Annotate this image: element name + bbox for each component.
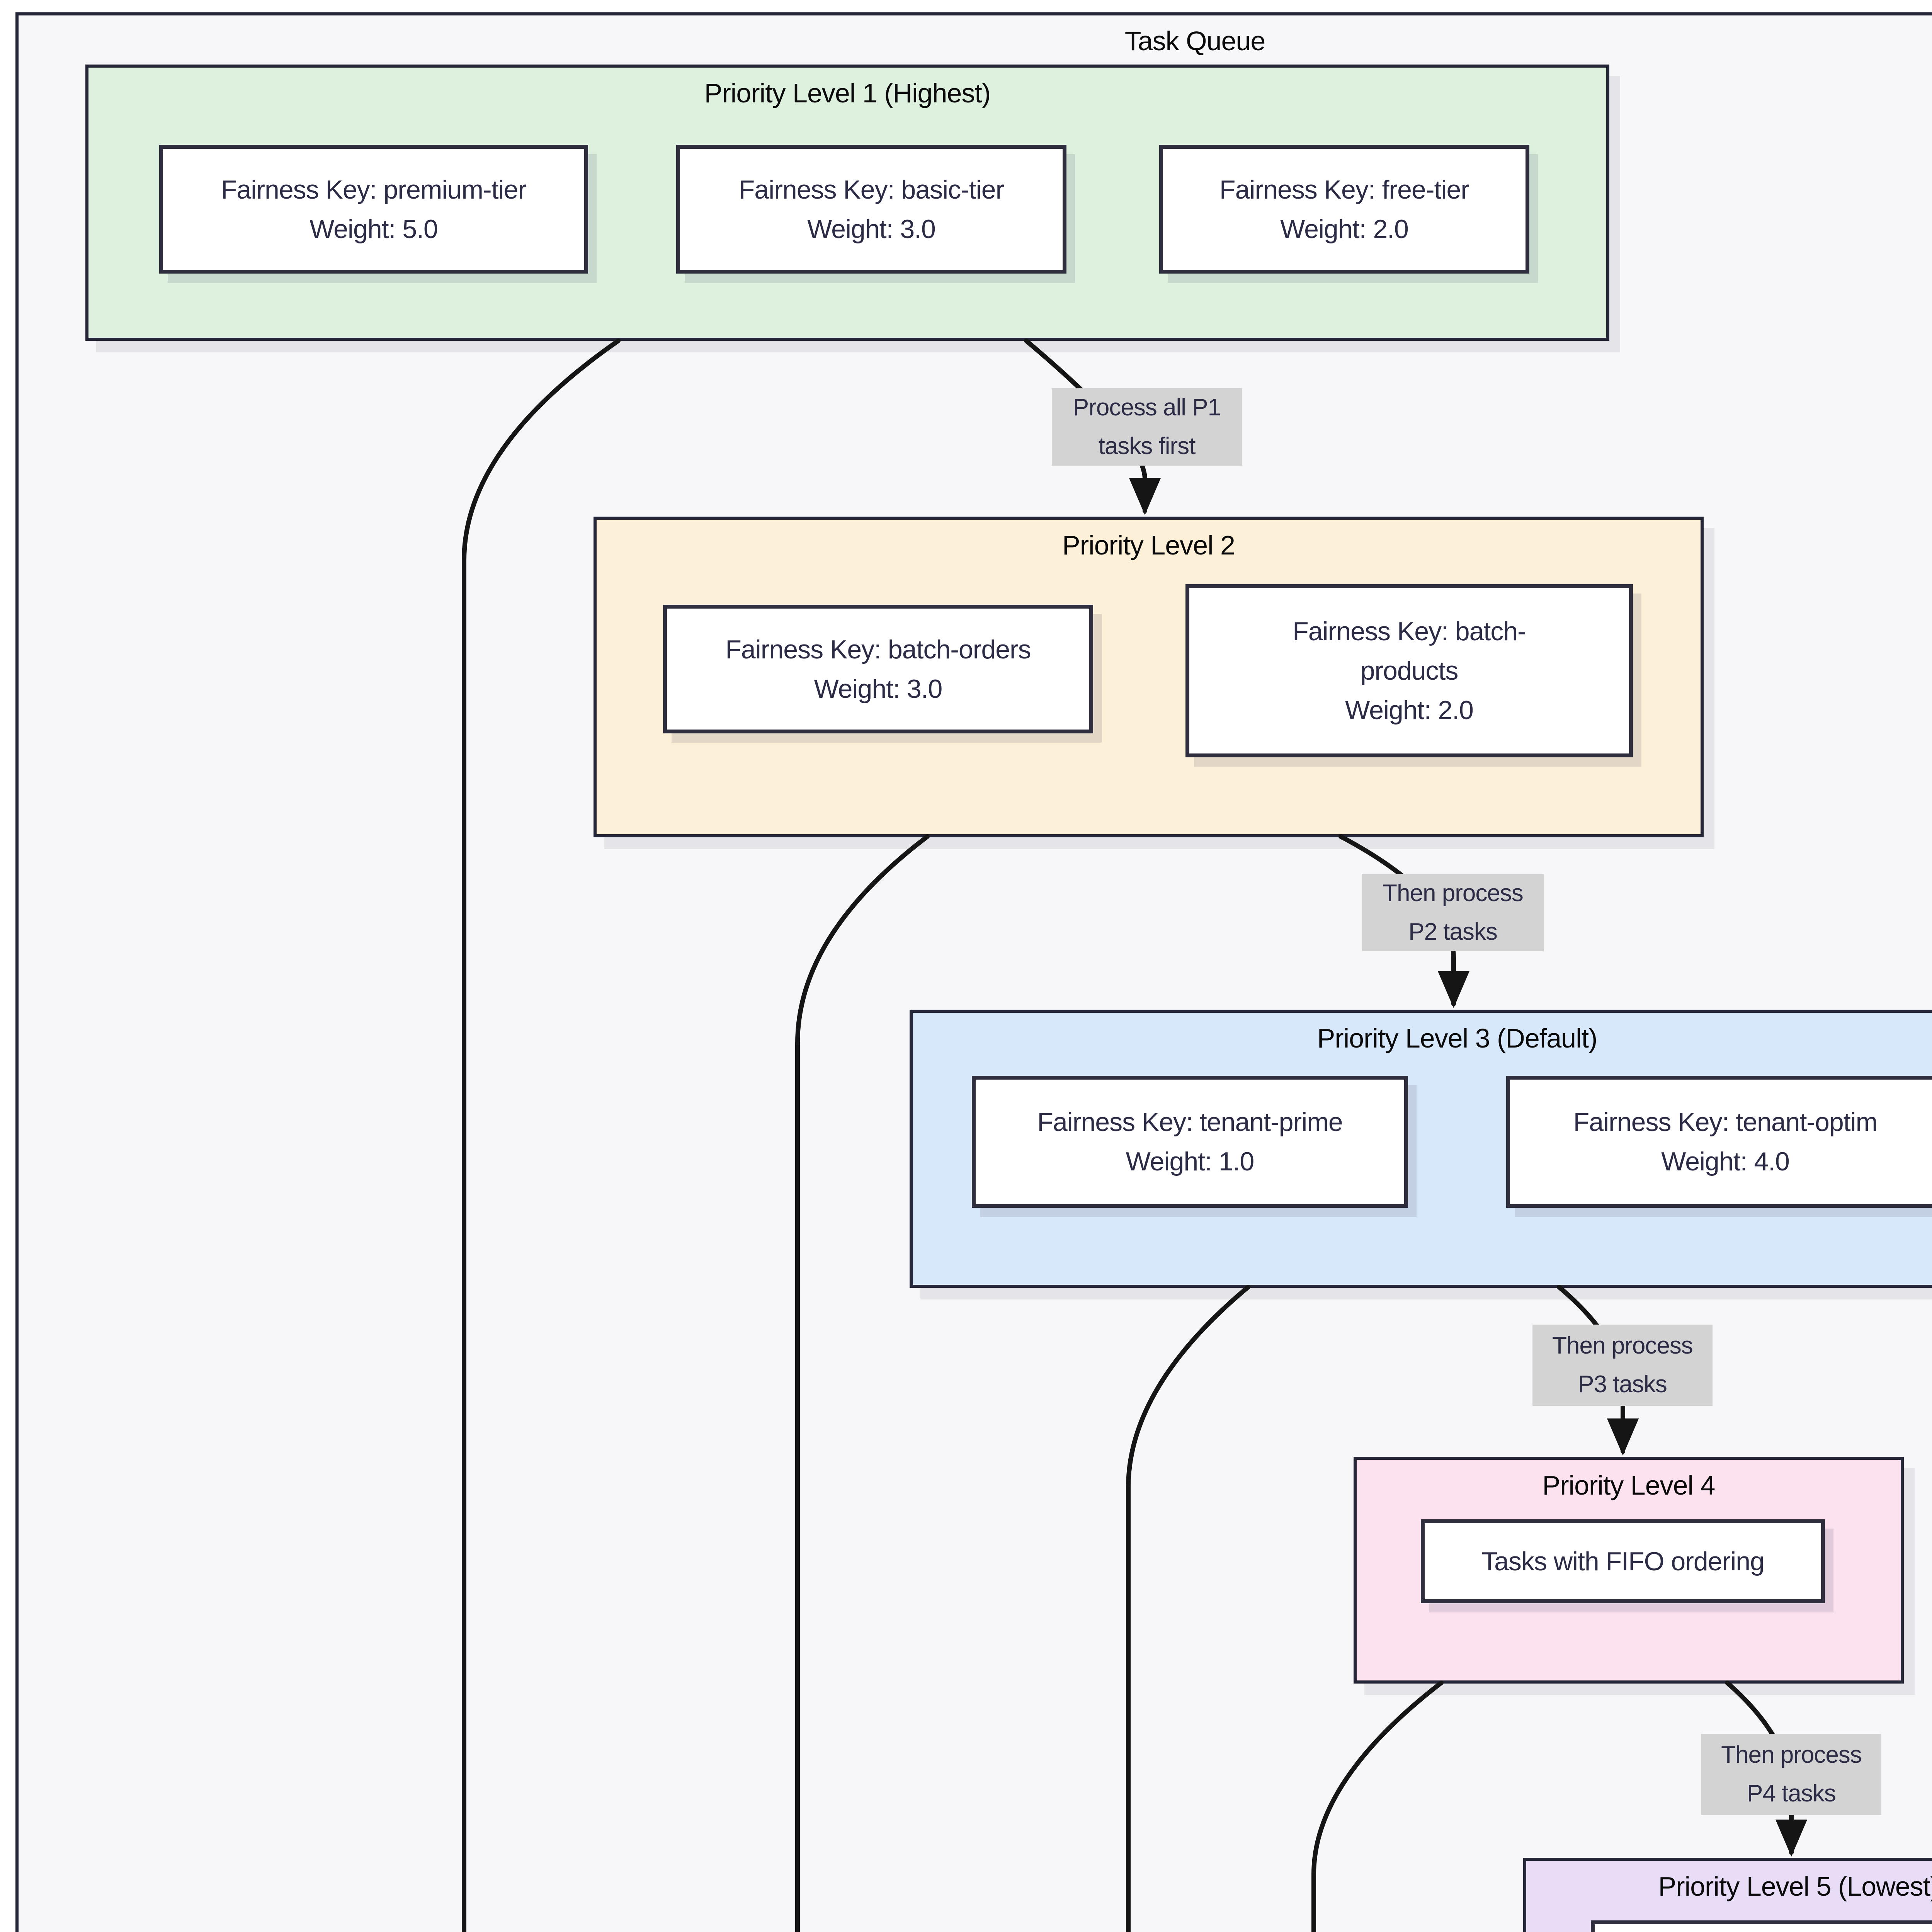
node-line: Fairness Key: tenant-optim: [1573, 1107, 1878, 1137]
edge-label-line: Then process: [1383, 880, 1524, 906]
priority-level-5-box: Priority Level 5 (Lowest): [1523, 1858, 1932, 1932]
edge-label-line: Then process: [1721, 1742, 1862, 1768]
edge-label-line: P3 tasks: [1578, 1371, 1667, 1398]
node-batch-products: Fairness Key: batch- products Weight: 2.…: [1185, 584, 1633, 757]
node-line: Fairness Key: free-tier: [1219, 175, 1469, 204]
node-line: Fairness Key: batch-: [1293, 617, 1526, 646]
priority-level-4-title: Priority Level 4: [1542, 1470, 1716, 1500]
edge-label-p4: Then process P4 tasks: [1701, 1734, 1881, 1815]
edge-label-line: Process all P1: [1073, 394, 1221, 421]
node-line: Weight: 2.0: [1345, 696, 1474, 725]
node-p5-fifo: Tasks with FIFO ordering: [1591, 1920, 1932, 1932]
node-line: Weight: 2.0: [1280, 214, 1409, 244]
node-line: Weight: 3.0: [807, 214, 936, 244]
node-free-tier: Fairness Key: free-tier Weight: 2.0: [1159, 145, 1529, 274]
node-line: Fairness Key: premium-tier: [221, 175, 527, 204]
priority-level-5-title: Priority Level 5 (Lowest): [1658, 1871, 1932, 1901]
node-line: Fairness Key: tenant-prime: [1037, 1107, 1343, 1137]
edge-label-line: tasks first: [1098, 433, 1196, 459]
node-line: Weight: 4.0: [1661, 1147, 1790, 1176]
edge-label-line: Then process: [1552, 1332, 1693, 1359]
node-line: Weight: 1.0: [1126, 1147, 1255, 1176]
edge-label-line: P2 tasks: [1408, 918, 1498, 945]
task-queue-title: Task Queue: [1124, 26, 1266, 56]
node-batch-orders: Fairness Key: batch-orders Weight: 3.0: [663, 605, 1093, 733]
node-basic-tier: Fairness Key: basic-tier Weight: 3.0: [676, 145, 1066, 274]
node-line: products: [1360, 656, 1459, 685]
node-tenant-prime: Fairness Key: tenant-prime Weight: 1.0: [972, 1076, 1408, 1208]
edge-label-p3: Then process P3 tasks: [1532, 1325, 1713, 1406]
node-premium-tier: Fairness Key: premium-tier Weight: 5.0: [159, 145, 588, 274]
node-line: Tasks with FIFO ordering: [1481, 1546, 1765, 1576]
node-line: Fairness Key: basic-tier: [738, 175, 1004, 204]
edge-label-line: P4 tasks: [1747, 1780, 1836, 1807]
priority-level-3-title: Priority Level 3 (Default): [1317, 1023, 1598, 1053]
edge-label-p2: Then process P2 tasks: [1362, 874, 1544, 951]
node-line: Fairness Key: batch-orders: [725, 634, 1031, 664]
node-tenant-optim: Fairness Key: tenant-optim Weight: 4.0: [1506, 1076, 1932, 1208]
priority-level-2-title: Priority Level 2: [1062, 530, 1235, 560]
edge-label-p1: Process all P1 tasks first: [1052, 388, 1242, 466]
node-line: Weight: 3.0: [814, 674, 943, 704]
node-line: Weight: 5.0: [310, 214, 438, 244]
priority-level-1-title: Priority Level 1 (Highest): [704, 78, 991, 108]
node-p4-fifo: Tasks with FIFO ordering: [1421, 1519, 1825, 1603]
